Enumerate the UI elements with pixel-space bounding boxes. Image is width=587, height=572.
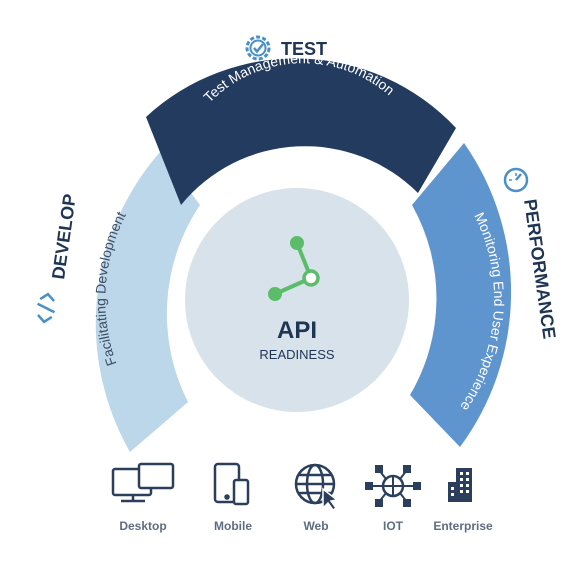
develop-arc-segment bbox=[95, 152, 200, 452]
code-brackets-icon bbox=[36, 292, 56, 324]
mobile-icon bbox=[213, 462, 250, 506]
speedometer-icon bbox=[503, 167, 529, 193]
gear-check-icon bbox=[245, 35, 271, 61]
test-heading: TEST bbox=[281, 39, 327, 59]
connector-nodes-icon bbox=[268, 236, 320, 301]
platform-label-iot: IOT bbox=[383, 519, 404, 533]
center-subtitle: READINESS bbox=[259, 347, 334, 362]
test-arc-segment bbox=[146, 58, 456, 205]
center-circle bbox=[185, 188, 409, 412]
center-title: API bbox=[277, 317, 317, 344]
develop-heading: DEVELOP bbox=[48, 193, 80, 281]
platform-label-mobile: Mobile bbox=[214, 519, 252, 533]
performance-heading: PERFORMANCE bbox=[520, 198, 559, 340]
platform-label-web: Web bbox=[303, 519, 328, 533]
iot-network-icon bbox=[365, 465, 421, 507]
web-globe-icon bbox=[294, 463, 339, 512]
performance-arc-segment bbox=[410, 143, 512, 447]
platform-label-desktop: Desktop bbox=[119, 519, 166, 533]
platform-label-enterprise: Enterprise bbox=[433, 519, 493, 533]
desktop-icon bbox=[111, 462, 175, 503]
enterprise-building-icon bbox=[448, 468, 472, 502]
